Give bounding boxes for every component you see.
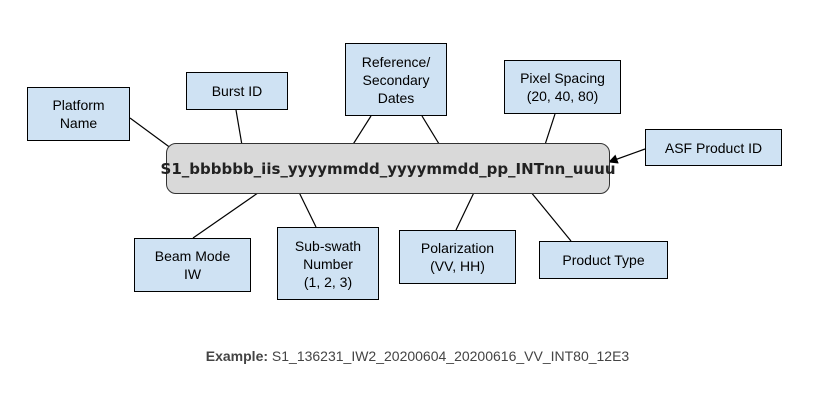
label-asf-product-id: ASF Product ID [645,129,782,166]
label-product-type: Product Type [539,241,668,279]
label-burst-id: Burst ID [186,72,288,110]
label-reference-secondary-dates: Reference/ Secondary Dates [345,43,447,116]
arrow-asf-product-id [608,148,646,164]
filename-pattern: S1_bbbbbb_iis_yyyymmdd_yyyymmdd_pp_INTnn… [161,143,616,194]
example-line: Example: S1_136231_IW2_20200604_20200616… [0,348,835,364]
example-value: S1_136231_IW2_20200604_20200616_VV_INT80… [271,348,630,364]
label-platform-name: Platform Name [27,87,130,141]
example-label: Example: [205,348,269,364]
label-beam-mode: Beam Mode IW [134,238,251,292]
label-sub-swath-number: Sub-swath Number (1, 2, 3) [277,227,379,300]
label-pixel-spacing: Pixel Spacing (20, 40, 80) [504,60,621,114]
label-polarization: Polarization (VV, HH) [399,230,516,284]
